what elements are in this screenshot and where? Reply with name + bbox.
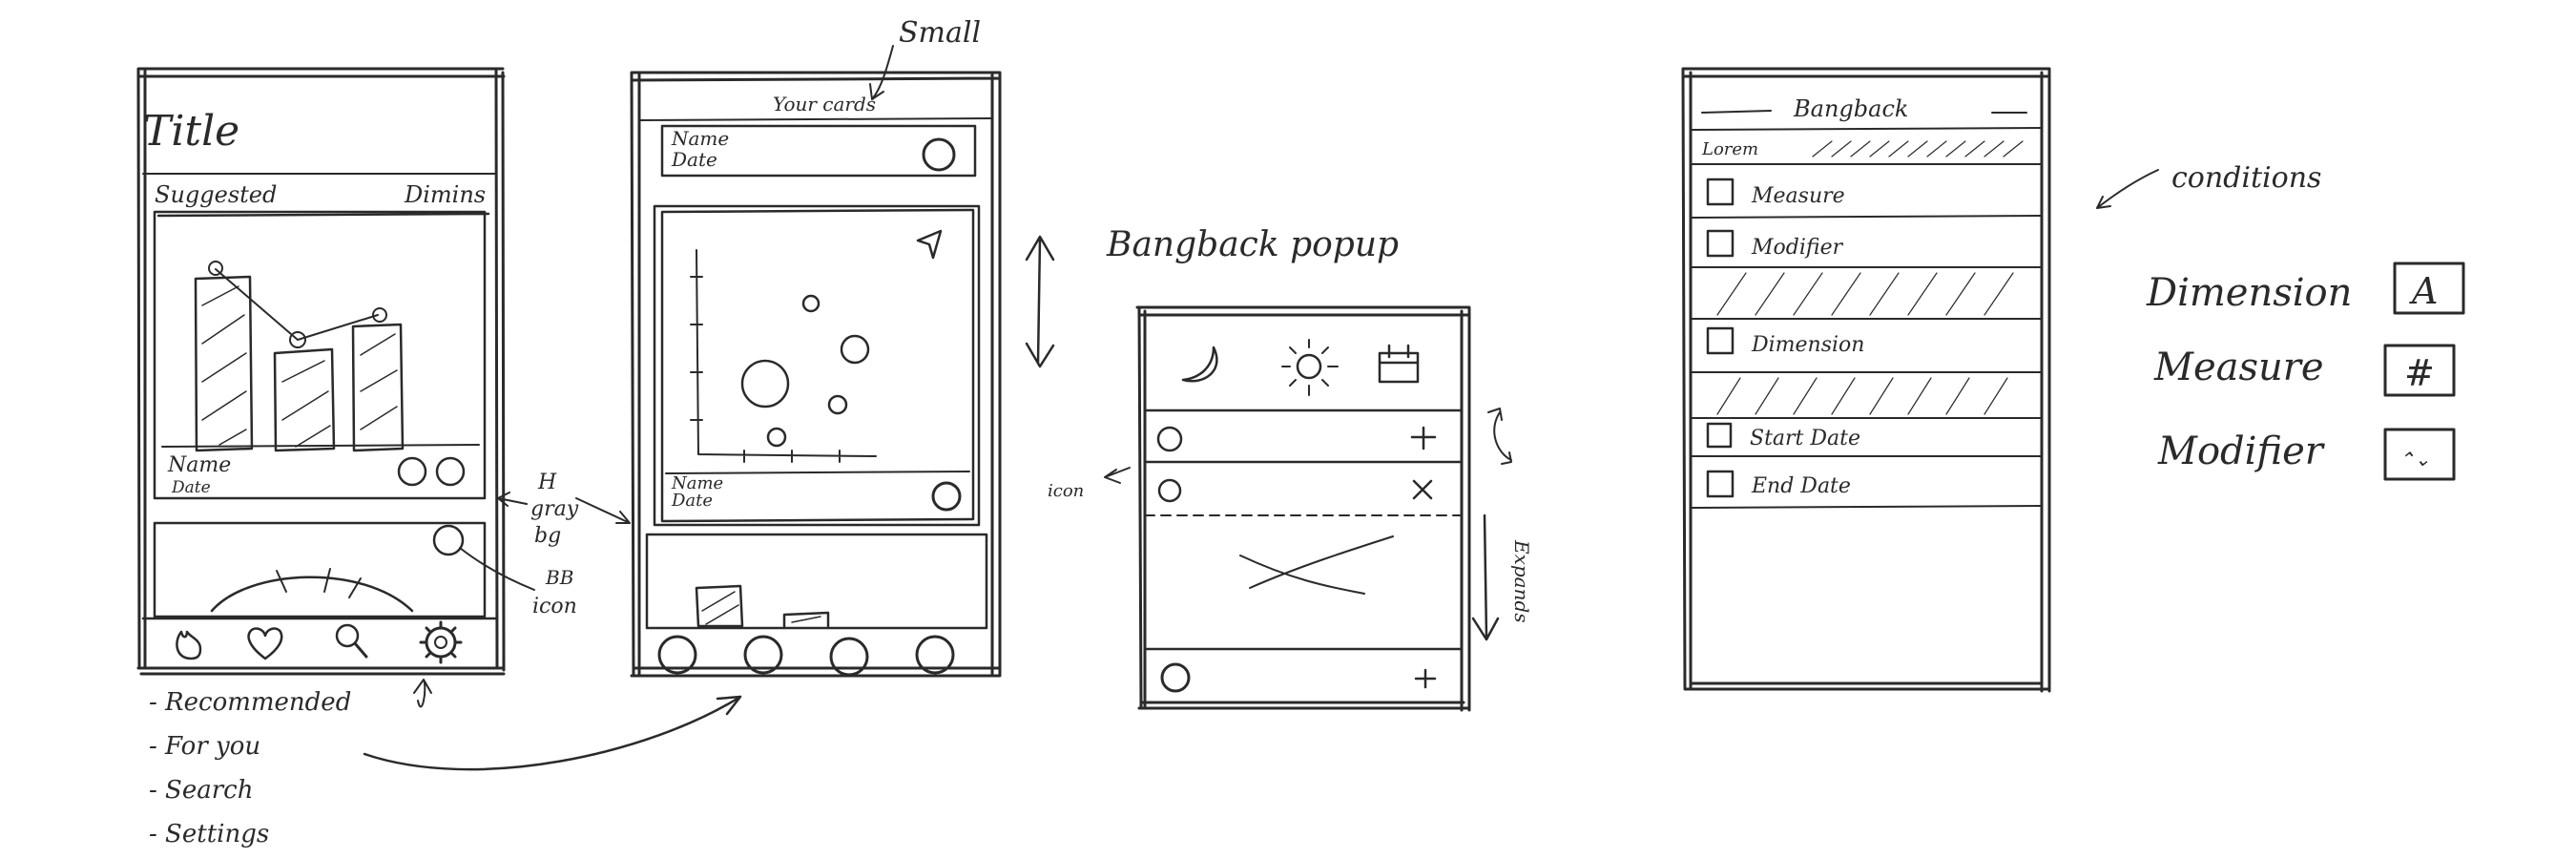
bangback-panel: Bangback Lorem Measure Modifier Dimensio… <box>1681 67 2051 693</box>
condition-dimension[interactable]: Dimension <box>1706 326 1864 357</box>
legend-modifier-box <box>2383 428 2456 481</box>
nav-button-2[interactable] <box>743 635 783 675</box>
nav-note-2: - For you <box>149 732 260 761</box>
placeholder-cross <box>1239 535 1394 595</box>
footer-add-icon[interactable] <box>1414 668 1437 689</box>
calendar-icon[interactable] <box>1378 344 1420 384</box>
card-mid-date: Date <box>671 491 713 511</box>
gray-bg-note-1: H <box>537 471 557 494</box>
svg-text:Dimension: Dimension <box>1751 333 1864 357</box>
gauge-card[interactable] <box>153 521 487 618</box>
panel-title: Bangback <box>1793 95 1908 122</box>
bb-icon-note-1: BB <box>545 566 573 589</box>
nav-note-3: - Search <box>149 776 253 805</box>
navigate-icon[interactable] <box>916 229 943 260</box>
svg-text:End Date: End Date <box>1751 474 1851 498</box>
legend-modifier-glyph: ⌃⌄ <box>2399 448 2431 471</box>
heart-icon[interactable] <box>247 627 283 660</box>
legend-dimension-glyph: A <box>2409 270 2438 312</box>
expands-label: Expands <box>1510 539 1533 623</box>
close-icon[interactable] <box>1412 479 1433 500</box>
panel-top-label: Lorem <box>1701 139 1758 159</box>
card-top-date: Date <box>671 148 717 171</box>
svg-text:Modifier: Modifier <box>1751 236 1844 260</box>
search-icon[interactable] <box>335 623 368 659</box>
card-scatter[interactable]: Name Date <box>653 204 981 527</box>
legend-measure-box <box>2383 344 2456 397</box>
cards-header: Your cards <box>773 93 876 115</box>
gray-bg-note-3: bg <box>534 524 561 548</box>
nav-note-1: - Recommended <box>149 688 351 717</box>
tab-dimins[interactable]: Dimins <box>404 181 486 208</box>
page-title: Title <box>143 107 239 156</box>
phone-1-recommended-screen: Title Suggested Dimins Name Date <box>136 67 506 676</box>
small-note: Small <box>899 16 981 50</box>
add-icon[interactable] <box>1410 426 1437 450</box>
row-2-icon <box>1157 478 1182 503</box>
legend: Dimension A Measure # Modifier ⌃⌄ <box>2146 262 2465 481</box>
card-top-action-icon[interactable] <box>922 137 956 172</box>
gear-icon[interactable] <box>419 620 463 664</box>
legend-modifier-label: Modifier <box>2157 430 2326 473</box>
card-top-name: Name <box>671 127 729 150</box>
legend-dimension-label: Dimension <box>2146 271 2352 315</box>
legend-measure-label: Measure <box>2153 346 2324 389</box>
tab-suggested[interactable]: Suggested <box>155 181 277 208</box>
condition-measure[interactable]: Measure <box>1706 178 1845 208</box>
bottom-nav <box>176 620 463 664</box>
card-name: Name <box>167 453 231 477</box>
nav-button-1[interactable] <box>657 635 697 675</box>
chart-card[interactable]: Name Date <box>153 210 490 500</box>
row-1-icon <box>1156 426 1183 452</box>
card-action-2-icon[interactable] <box>435 456 466 487</box>
svg-text:Start Date: Start Date <box>1750 427 1860 450</box>
legend-measure-glyph: # <box>2404 352 2435 394</box>
card-date: Date <box>171 478 211 497</box>
card-mid-name: Name <box>671 473 723 493</box>
gray-bg-note-2: gray <box>530 497 579 521</box>
card-bottom[interactable] <box>645 533 988 630</box>
icon-label: icon <box>1048 481 1084 501</box>
flame-icon[interactable] <box>176 630 202 660</box>
card-top[interactable]: Name Date <box>660 124 977 178</box>
bb-icon[interactable] <box>432 524 465 556</box>
bb-icon-note-2: icon <box>532 595 577 618</box>
bangback-popup: Bangback popup Expands icon <box>1048 225 1533 712</box>
sun-icon[interactable] <box>1281 339 1339 396</box>
moon-icon[interactable] <box>1181 346 1218 383</box>
annotations: Small H gray bg BB icon - Recommended - … <box>149 16 2321 849</box>
condition-modifier[interactable]: Modifier <box>1706 229 1844 260</box>
nav-note-4: - Settings <box>149 820 269 849</box>
condition-start-date[interactable]: Start Date <box>1706 422 1860 450</box>
conditions-note: conditions <box>2171 161 2321 195</box>
phone-2-cards-screen: Your cards Name Date Name Date <box>630 71 1002 678</box>
nav-button-3[interactable] <box>829 637 869 677</box>
legend-dimension-box <box>2393 262 2465 315</box>
nav-button-4[interactable] <box>915 635 955 675</box>
footer-icon <box>1160 662 1191 693</box>
svg-text:Measure: Measure <box>1751 184 1845 208</box>
popup-title: Bangback popup <box>1106 225 1399 264</box>
condition-end-date[interactable]: End Date <box>1706 470 1851 498</box>
card-mid-action-icon[interactable] <box>931 481 962 512</box>
bottom-nav-2 <box>657 635 955 677</box>
card-action-1-icon[interactable] <box>397 456 427 487</box>
